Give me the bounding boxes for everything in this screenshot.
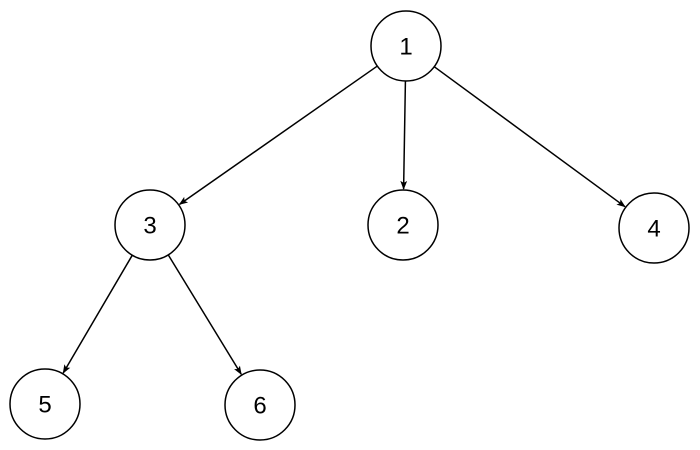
node-circle[interactable] [367,189,439,261]
node-label: 2 [396,213,409,240]
tree-node-4[interactable]: 4 [618,192,690,264]
node-label: 5 [38,392,51,419]
node-label: 3 [143,213,156,240]
node-circle[interactable] [114,189,186,261]
node-label: 4 [647,216,660,243]
tree-node-2[interactable]: 2 [367,189,439,261]
tree-edge-1-3 [178,65,378,205]
node-label: 6 [253,393,266,420]
node-circle[interactable] [224,369,296,441]
tree-edge-3-6 [167,254,242,376]
tree-edge-1-4 [433,66,626,208]
node-label: 1 [399,34,412,61]
tree-edge-1-2 [400,80,408,190]
tree-edge-3-5 [62,254,133,374]
tree-node-6[interactable]: 6 [224,369,296,441]
node-circle[interactable] [618,192,690,264]
tree-node-3[interactable]: 3 [114,189,186,261]
node-circle[interactable] [370,10,442,82]
node-circle[interactable] [9,368,81,440]
nodes-layer: 1 3 2 4 5 6 [9,10,690,441]
tree-node-5[interactable]: 5 [9,368,81,440]
edges-layer [62,65,626,376]
tree-node-1[interactable]: 1 [370,10,442,82]
